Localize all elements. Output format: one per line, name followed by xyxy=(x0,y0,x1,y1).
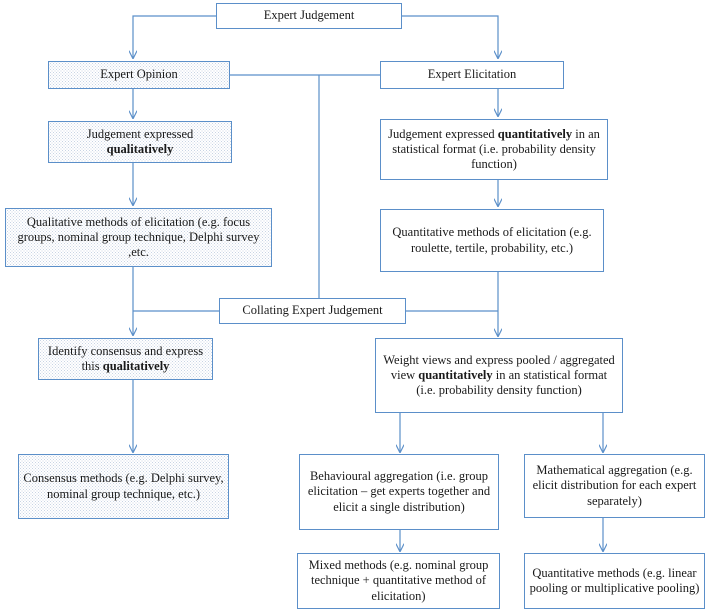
weight-views-pre: Weight views and express pooled / aggreg… xyxy=(383,352,615,382)
node-qualitative-methods[interactable]: Qualitative methods of elicitation (e.g.… xyxy=(5,208,272,267)
edge-judgement-to-elicitation xyxy=(401,15,498,58)
node-behavioural-aggregation-label: Behavioural aggregation (i.e. group elic… xyxy=(307,469,491,514)
node-expert-elicitation-label: Expert Elicitation xyxy=(427,67,517,82)
node-identify-consensus-text: Identify consensus and express this qual… xyxy=(43,344,208,375)
node-weight-views-text: Weight views and express pooled / aggreg… xyxy=(380,353,618,399)
node-quantitative-methods-pooling-label: Quantitative methods (e.g. linear poolin… xyxy=(529,565,700,595)
node-weight-views[interactable]: Weight views and express pooled / aggreg… xyxy=(375,338,623,413)
node-identify-consensus[interactable]: Identify consensus and express this qual… xyxy=(38,338,213,380)
identify-consensus-pre: Identify consensus and express this xyxy=(47,343,204,373)
identify-consensus-bold: qualitatively xyxy=(102,359,170,373)
weight-views-post: in an statistical format (i.e. probabili… xyxy=(416,367,608,398)
node-qualitative-methods-label: Qualitative methods of elicitation (e.g.… xyxy=(17,214,260,260)
node-consensus-methods[interactable]: Consensus methods (e.g. Delphi survey, n… xyxy=(18,454,229,519)
node-expert-judgement-label: Expert Judgement xyxy=(263,8,355,23)
node-collating-expert-judgement[interactable]: Collating Expert Judgement xyxy=(219,298,406,324)
node-expert-judgement[interactable]: Expert Judgement xyxy=(216,3,402,29)
node-collating-label: Collating Expert Judgement xyxy=(242,303,383,318)
node-judgement-quantitative[interactable]: Judgement expressed quantitatively in an… xyxy=(380,119,608,180)
weight-views-bold: quantitatively xyxy=(418,367,493,382)
node-quantitative-methods[interactable]: Quantitative methods of elicitation (e.g… xyxy=(380,209,604,272)
node-quantitative-methods-pooling[interactable]: Quantitative methods (e.g. linear poolin… xyxy=(524,553,705,609)
node-mathematical-aggregation[interactable]: Mathematical aggregation (e.g. elicit di… xyxy=(524,454,705,518)
node-mixed-methods[interactable]: Mixed methods (e.g. nominal group techni… xyxy=(297,553,500,609)
edge-judgement-to-opinion xyxy=(133,15,216,58)
judgement-qualitative-line2-bold: qualitatively xyxy=(106,142,174,156)
judgement-qualitative-line1: Judgement expressed xyxy=(86,126,194,141)
node-consensus-methods-label: Consensus methods (e.g. Delphi survey, n… xyxy=(23,471,224,501)
node-expert-opinion[interactable]: Expert Opinion xyxy=(48,61,230,89)
node-mathematical-aggregation-label: Mathematical aggregation (e.g. elicit di… xyxy=(532,463,697,508)
node-judgement-quantitative-text: Judgement expressed quantitatively in an… xyxy=(385,127,603,173)
node-behavioural-aggregation[interactable]: Behavioural aggregation (i.e. group elic… xyxy=(299,454,499,530)
judgement-quantitative-pre: Judgement expressed xyxy=(388,126,498,141)
judgement-quantitative-post: in an statistical format (i.e. probabili… xyxy=(392,126,600,172)
node-expert-opinion-label: Expert Opinion xyxy=(100,67,178,82)
judgement-quantitative-bold: quantitatively xyxy=(497,126,573,141)
node-expert-elicitation[interactable]: Expert Elicitation xyxy=(380,61,564,89)
node-quantitative-methods-label: Quantitative methods of elicitation (e.g… xyxy=(392,225,592,255)
node-mixed-methods-label: Mixed methods (e.g. nominal group techni… xyxy=(308,558,489,603)
